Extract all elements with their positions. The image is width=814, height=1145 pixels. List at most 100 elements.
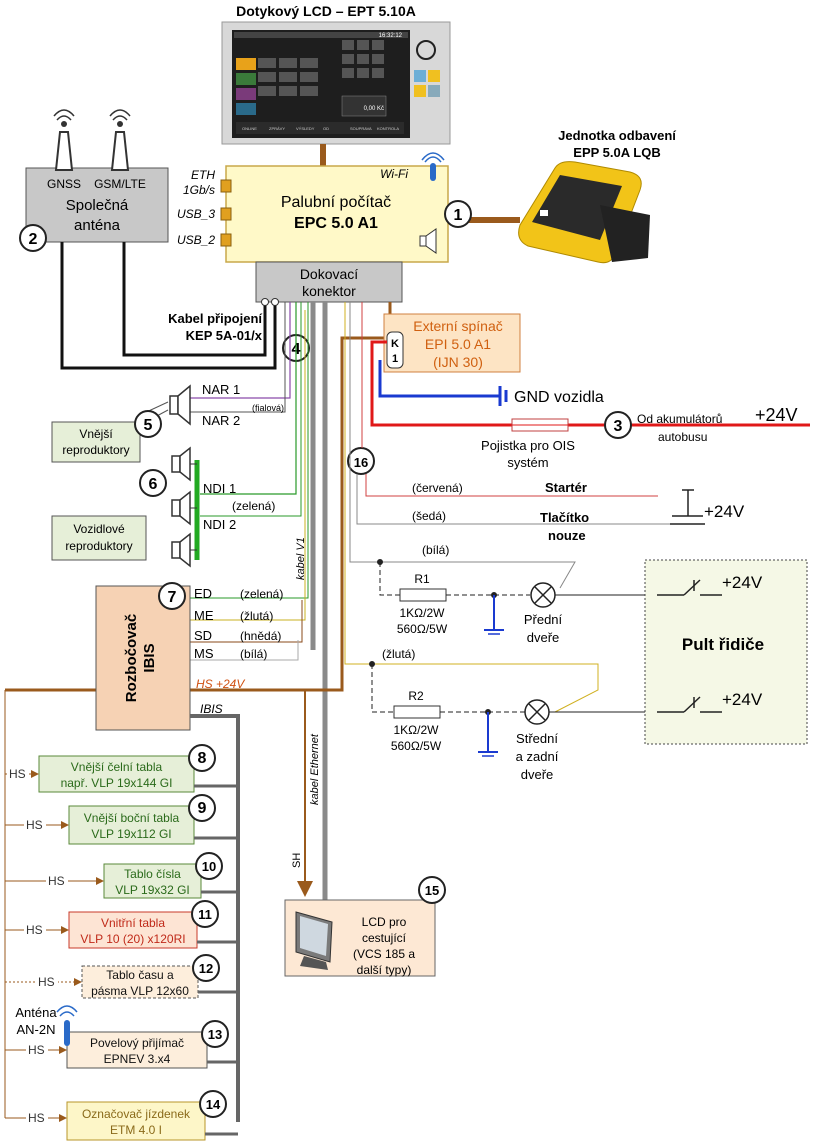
zelena: (zelená) (232, 499, 275, 513)
nar2: NAR 2 (202, 413, 240, 428)
inner-speakers-box (51, 515, 147, 561)
device-line1: Tablo času a (106, 968, 174, 982)
badge-3 (604, 411, 632, 439)
badge-14 (199, 1090, 227, 1118)
fuse-line1: Pojistka pro OIS (481, 438, 575, 453)
k1-top: K (391, 338, 399, 350)
hs-label: HS (28, 1111, 45, 1125)
device-line1: Vnitřní tabla (101, 916, 165, 930)
nouze-v24: +24V (704, 502, 745, 521)
hs-label: HS (26, 923, 43, 937)
lcd-pass-line2: cestující (362, 931, 407, 945)
resistor-r2 (393, 705, 441, 719)
cervena: (červená) (412, 481, 463, 495)
port-eth-speed: 1Gb/s (183, 183, 215, 197)
pult-box (644, 559, 808, 745)
pult-label: Pult řidiče (682, 635, 764, 654)
epc-line1: Palubní počítač (281, 194, 391, 211)
ibis-ed-c: (zelená) (240, 587, 283, 601)
fuse-line2: systém (507, 455, 548, 470)
starter: Startér (545, 480, 587, 495)
hs-label: HS (48, 874, 65, 888)
screen-button-4: SOUPRAVA (350, 126, 372, 131)
badge-6 (139, 469, 167, 497)
device-line2: pásma VLP 12x60 (91, 984, 189, 998)
port-eth: ETH (191, 168, 215, 182)
dock-line2: konektor (302, 283, 356, 299)
kabel-v1-label: kabel V1 (295, 537, 307, 580)
battery-voltage: +24V (755, 405, 798, 425)
badge-12-text: 12 (199, 961, 213, 976)
outer-line2: reproduktory (62, 443, 129, 457)
ibis-me: ME (194, 608, 214, 623)
emergency-button-icon (670, 489, 705, 525)
ndi1: NDI 1 (203, 481, 236, 496)
bila: (bílá) (422, 543, 449, 557)
device-line2: např. VLP 19x144 GI (61, 776, 173, 790)
ndi2: NDI 2 (203, 517, 236, 532)
badge-7 (158, 582, 186, 610)
r2-name: R2 (408, 689, 424, 703)
ext-switch-box (383, 313, 521, 373)
usb3-port (220, 207, 232, 221)
k1-bottom: 1 (392, 353, 398, 365)
r2-val1: 1KΩ/2W (394, 723, 440, 737)
an2n-line1: Anténa (15, 1005, 57, 1020)
device-box (38, 755, 195, 793)
hs-label: HS (9, 767, 26, 781)
nouze2: nouze (548, 528, 586, 543)
eth-port (220, 179, 232, 193)
fialova: (fialová) (252, 403, 284, 413)
battery-line2: autobusu (658, 430, 707, 444)
seda: (šedá) (412, 509, 446, 523)
badge-5 (134, 410, 162, 438)
outer-speakers-box (51, 421, 141, 463)
screen-button-2: VÝSLEDY (296, 126, 315, 131)
badge-13 (201, 1020, 229, 1048)
lcd-pass-line1: LCD pro (362, 915, 407, 929)
dock-connector (255, 261, 403, 303)
badge-16 (347, 447, 375, 475)
ibis-sd-c: (hnědá) (240, 629, 281, 643)
payment-unit-device (518, 161, 650, 264)
device-box (81, 965, 199, 999)
epc-box (225, 165, 449, 263)
gnd-label: GND vozidla (514, 389, 604, 406)
sh-label: SH (291, 853, 303, 868)
touch-lcd-title: Dotykový LCD – EPT 5.10A (236, 3, 416, 19)
device-line2: ETM 4.0 I (110, 1123, 162, 1137)
an2n-antenna-icon (56, 1005, 78, 1046)
resistor-r1 (399, 588, 447, 602)
pult-switch-1-icon (657, 579, 722, 596)
device-box (68, 805, 195, 845)
badge-2-text: 2 (29, 231, 38, 248)
lcd-pass-line4: další typy) (357, 963, 412, 977)
nar1: NAR 1 (202, 382, 240, 397)
wifi-icon (421, 152, 445, 181)
outer-speaker-icon (169, 384, 191, 426)
badge-15 (418, 876, 446, 904)
r1-door2: dveře (527, 630, 560, 645)
device-line1: Tablo čísla (124, 867, 181, 881)
hs-label: HS (38, 975, 55, 989)
dock-line1: Dokovací (300, 266, 358, 282)
switch-line2: EPI 5.0 A1 (425, 336, 491, 352)
antenna-gsm: GSM/LTE (94, 177, 146, 191)
hs-label: HS (26, 818, 43, 832)
r1-val2: 560Ω/5W (397, 622, 448, 636)
usb2-port (220, 233, 232, 247)
antenna-icon-gsm (109, 109, 131, 171)
r1-val1: 1KΩ/2W (400, 606, 446, 620)
device-line1: Povelový přijímač (90, 1036, 184, 1050)
monitor-icon (295, 911, 333, 970)
badge-12 (192, 954, 220, 982)
device-box (103, 863, 202, 899)
device-line2: VLP 10 (20) x120RI (80, 932, 185, 946)
badge-7-text: 7 (168, 589, 177, 606)
outer-line1: Vnější (79, 427, 113, 441)
port-usb2: USB_2 (177, 233, 215, 247)
inner-line1: Vozidlové (73, 522, 125, 536)
ibis-ms-c: (bílá) (240, 647, 267, 661)
screen-button-3: OD (323, 126, 329, 131)
